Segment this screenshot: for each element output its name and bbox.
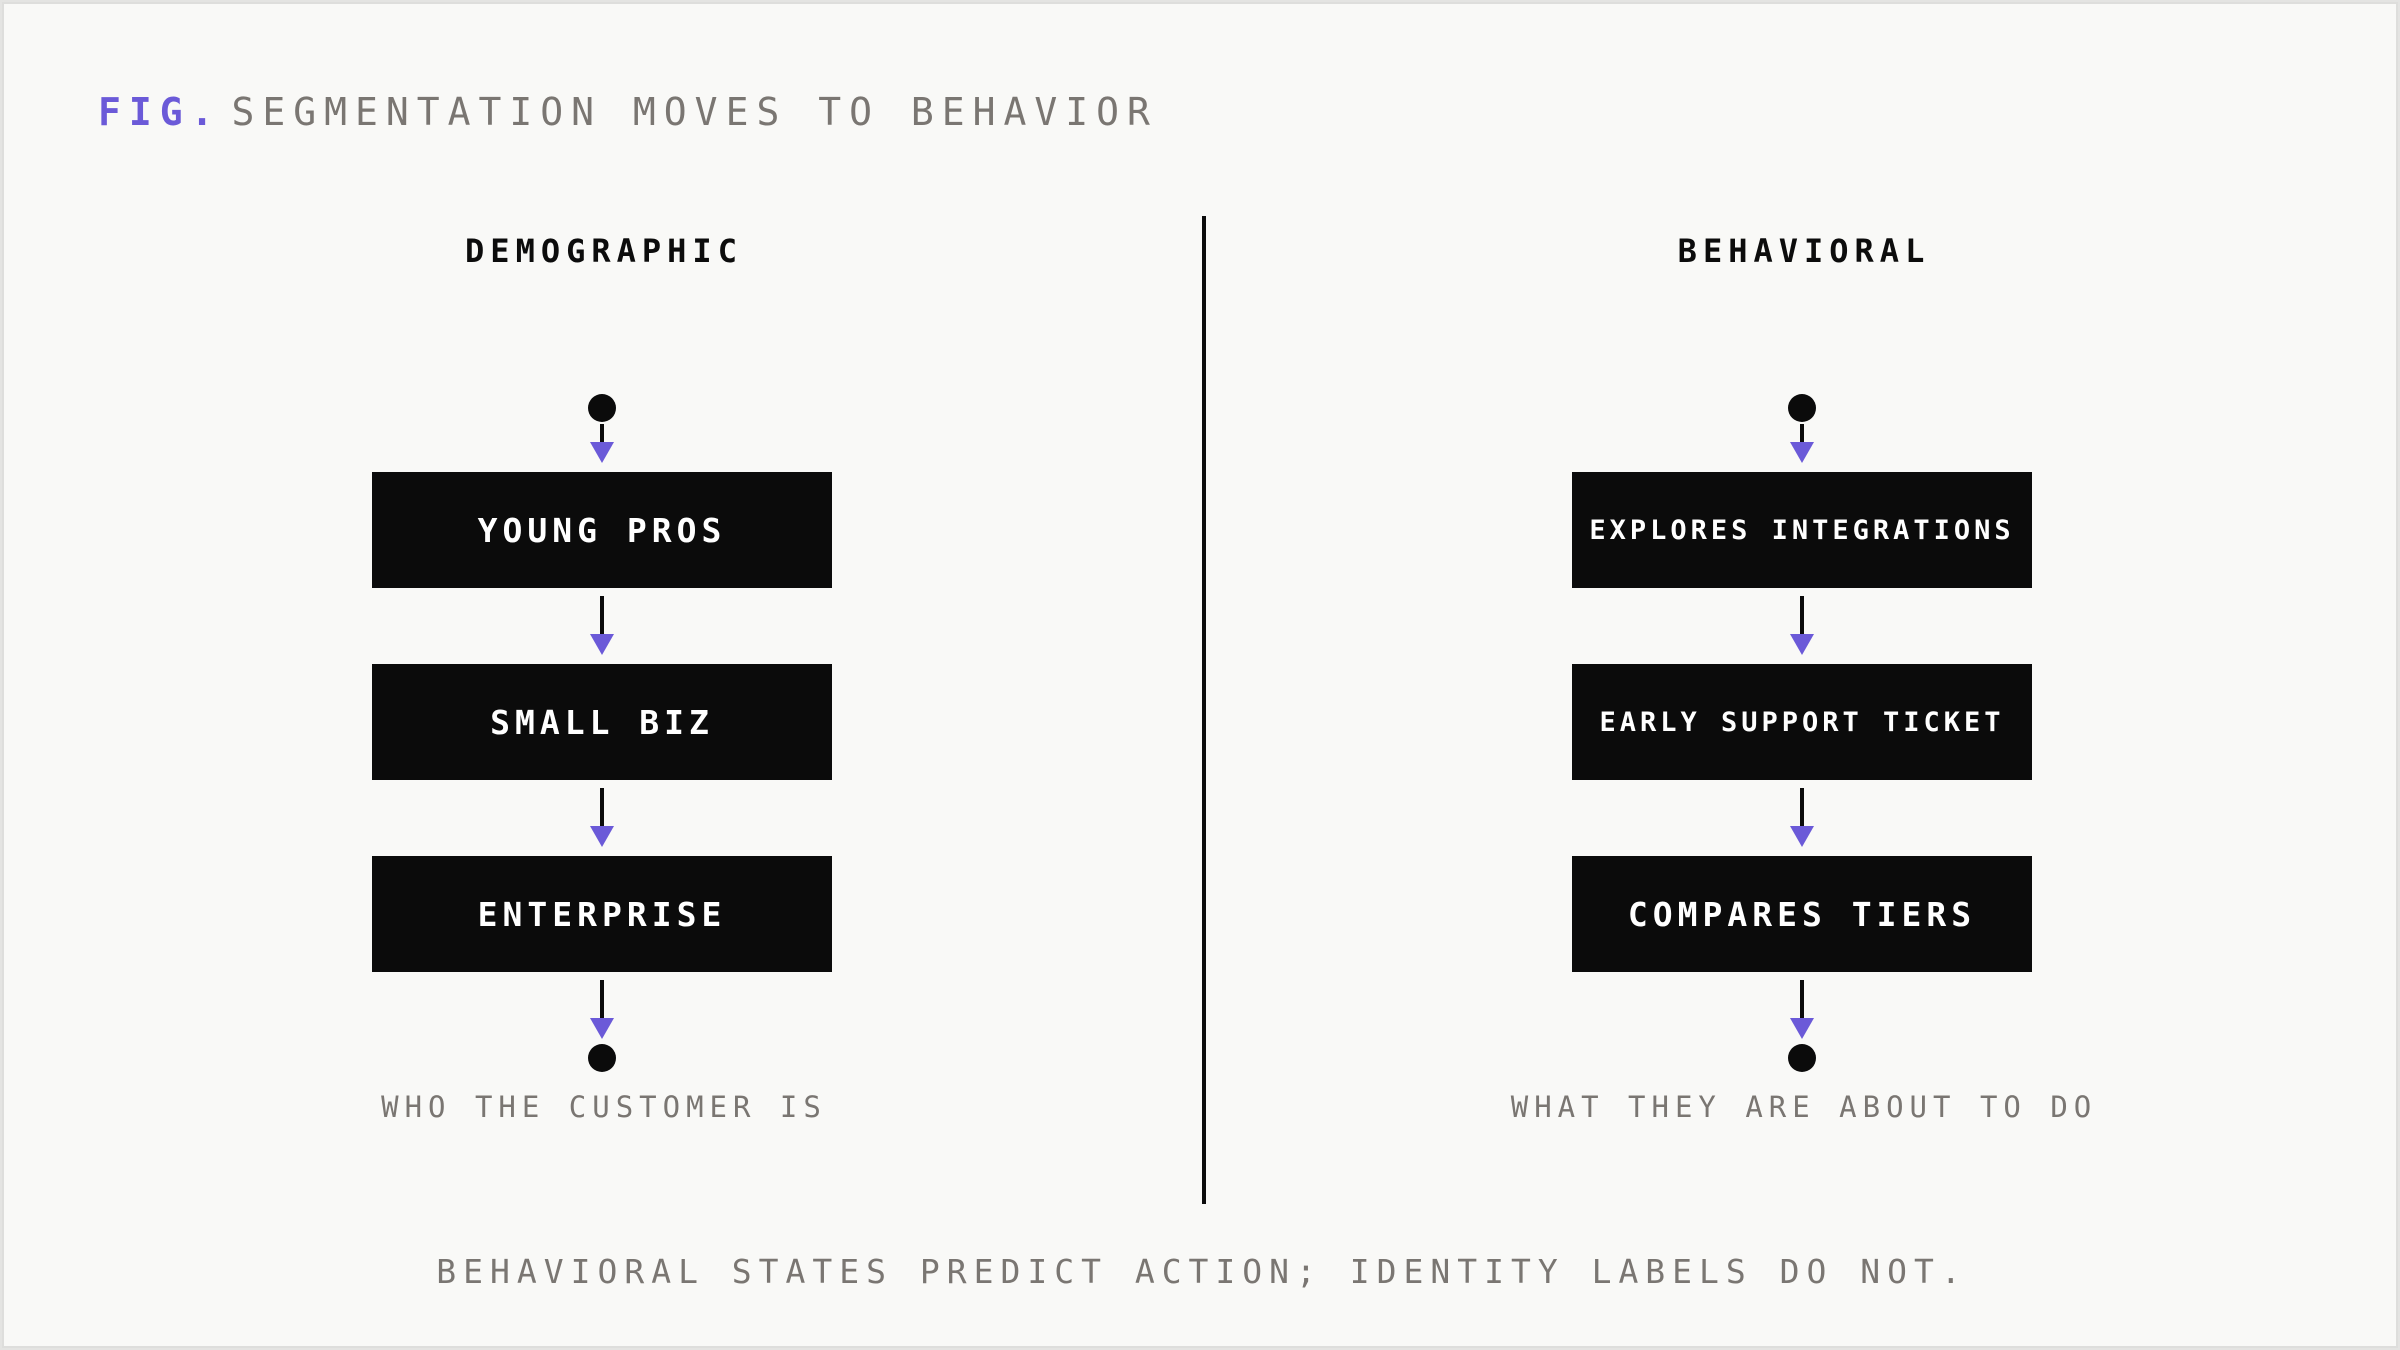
- node-enterprise: ENTERPRISE: [372, 856, 832, 972]
- column-divider: [1202, 216, 1206, 1204]
- left-arrow-1: [590, 424, 614, 463]
- left-column-caption: WHO THE CUSTOMER IS: [381, 1090, 827, 1124]
- right-arrow-4: [1790, 980, 1814, 1039]
- left-end-dot: [588, 1044, 616, 1072]
- right-column-heading: BEHAVIORAL: [1677, 232, 1931, 270]
- left-arrow-2: [590, 596, 614, 655]
- left-arrow-3: [590, 788, 614, 847]
- node-young-pros: YOUNG PROS: [372, 472, 832, 588]
- right-arrow-1: [1790, 424, 1814, 463]
- figure-prefix: FIG.: [98, 90, 222, 134]
- left-column-heading: DEMOGRAPHIC: [465, 232, 743, 270]
- right-end-dot: [1788, 1044, 1816, 1072]
- figure-title-text: SEGMENTATION MOVES TO BEHAVIOR: [231, 90, 1158, 134]
- node-explores-integrations: EXPLORES INTEGRATIONS: [1572, 472, 2032, 588]
- right-arrow-2: [1790, 596, 1814, 655]
- node-small-biz: SMALL BIZ: [372, 664, 832, 780]
- right-column-caption: WHAT THEY ARE ABOUT TO DO: [1510, 1090, 2098, 1124]
- figure-title: FIG.SEGMENTATION MOVES TO BEHAVIOR: [98, 90, 1158, 134]
- right-arrow-3: [1790, 788, 1814, 847]
- left-start-dot: [588, 394, 616, 422]
- footer-statement: BEHAVIORAL STATES PREDICT ACTION; IDENTI…: [436, 1252, 1968, 1291]
- left-arrow-4: [590, 980, 614, 1039]
- node-compares-tiers: COMPARES TIERS: [1572, 856, 2032, 972]
- right-start-dot: [1788, 394, 1816, 422]
- node-early-support-ticket: EARLY SUPPORT TICKET: [1572, 664, 2032, 780]
